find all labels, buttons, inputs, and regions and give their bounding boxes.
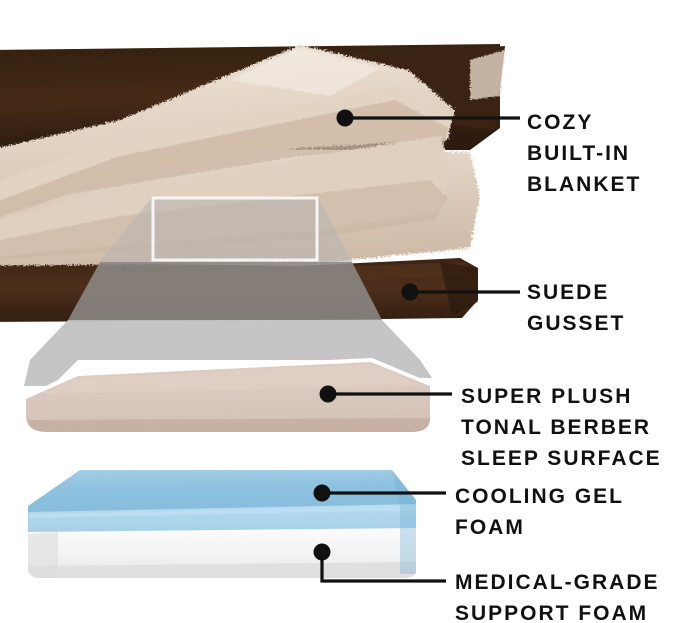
blanket-right-edge-peek — [470, 50, 505, 100]
marker-dot-support — [313, 543, 331, 561]
gel-foam-top-face — [28, 470, 416, 516]
suede-gusset-corner-shade — [440, 262, 478, 316]
marker-dot-cozy — [336, 109, 354, 127]
callout-label-suede-gusset: SUEDE GUSSET — [527, 281, 626, 335]
berber-slab-bottom-shade — [28, 418, 430, 432]
marker-dot-berber — [319, 385, 337, 403]
callout-label-cozy-built-in-blanket: COZY BUILT-IN BLANKET — [527, 111, 642, 196]
cone-lower — [30, 320, 420, 360]
callout-markers — [313, 109, 419, 561]
marker-dot-gel — [313, 484, 331, 502]
gel-foam-edge-seam — [30, 506, 414, 518]
callout-label-super-plush-tonal-berber-sleep-surface: SUPER PLUSH TONAL BERBER SLEEP SURFACE — [461, 385, 662, 470]
cone-upper-inner-frame — [151, 196, 319, 262]
blanket-apex-highlight — [230, 48, 380, 96]
foam-block — [28, 470, 416, 578]
support-foam-bottom-shade — [28, 562, 416, 578]
marker-dot-suede — [401, 283, 419, 301]
callout-leaders — [320, 116, 520, 583]
foam-block-right-corner — [392, 470, 416, 574]
cone-middle — [68, 262, 382, 320]
cone-wing-left — [24, 360, 78, 386]
callout-label-medical-grade-support-foam: MEDICAL-GRADE SUPPORT FOAM — [455, 571, 660, 623]
berber-sleep-surface-slab — [22, 358, 434, 436]
cone-upper — [100, 197, 352, 262]
blanket-fold-ridge-shadow — [0, 100, 448, 217]
callout-label-cooling-gel-foam: COOLING GEL FOAM — [455, 485, 624, 539]
leader-line-support — [320, 552, 446, 583]
